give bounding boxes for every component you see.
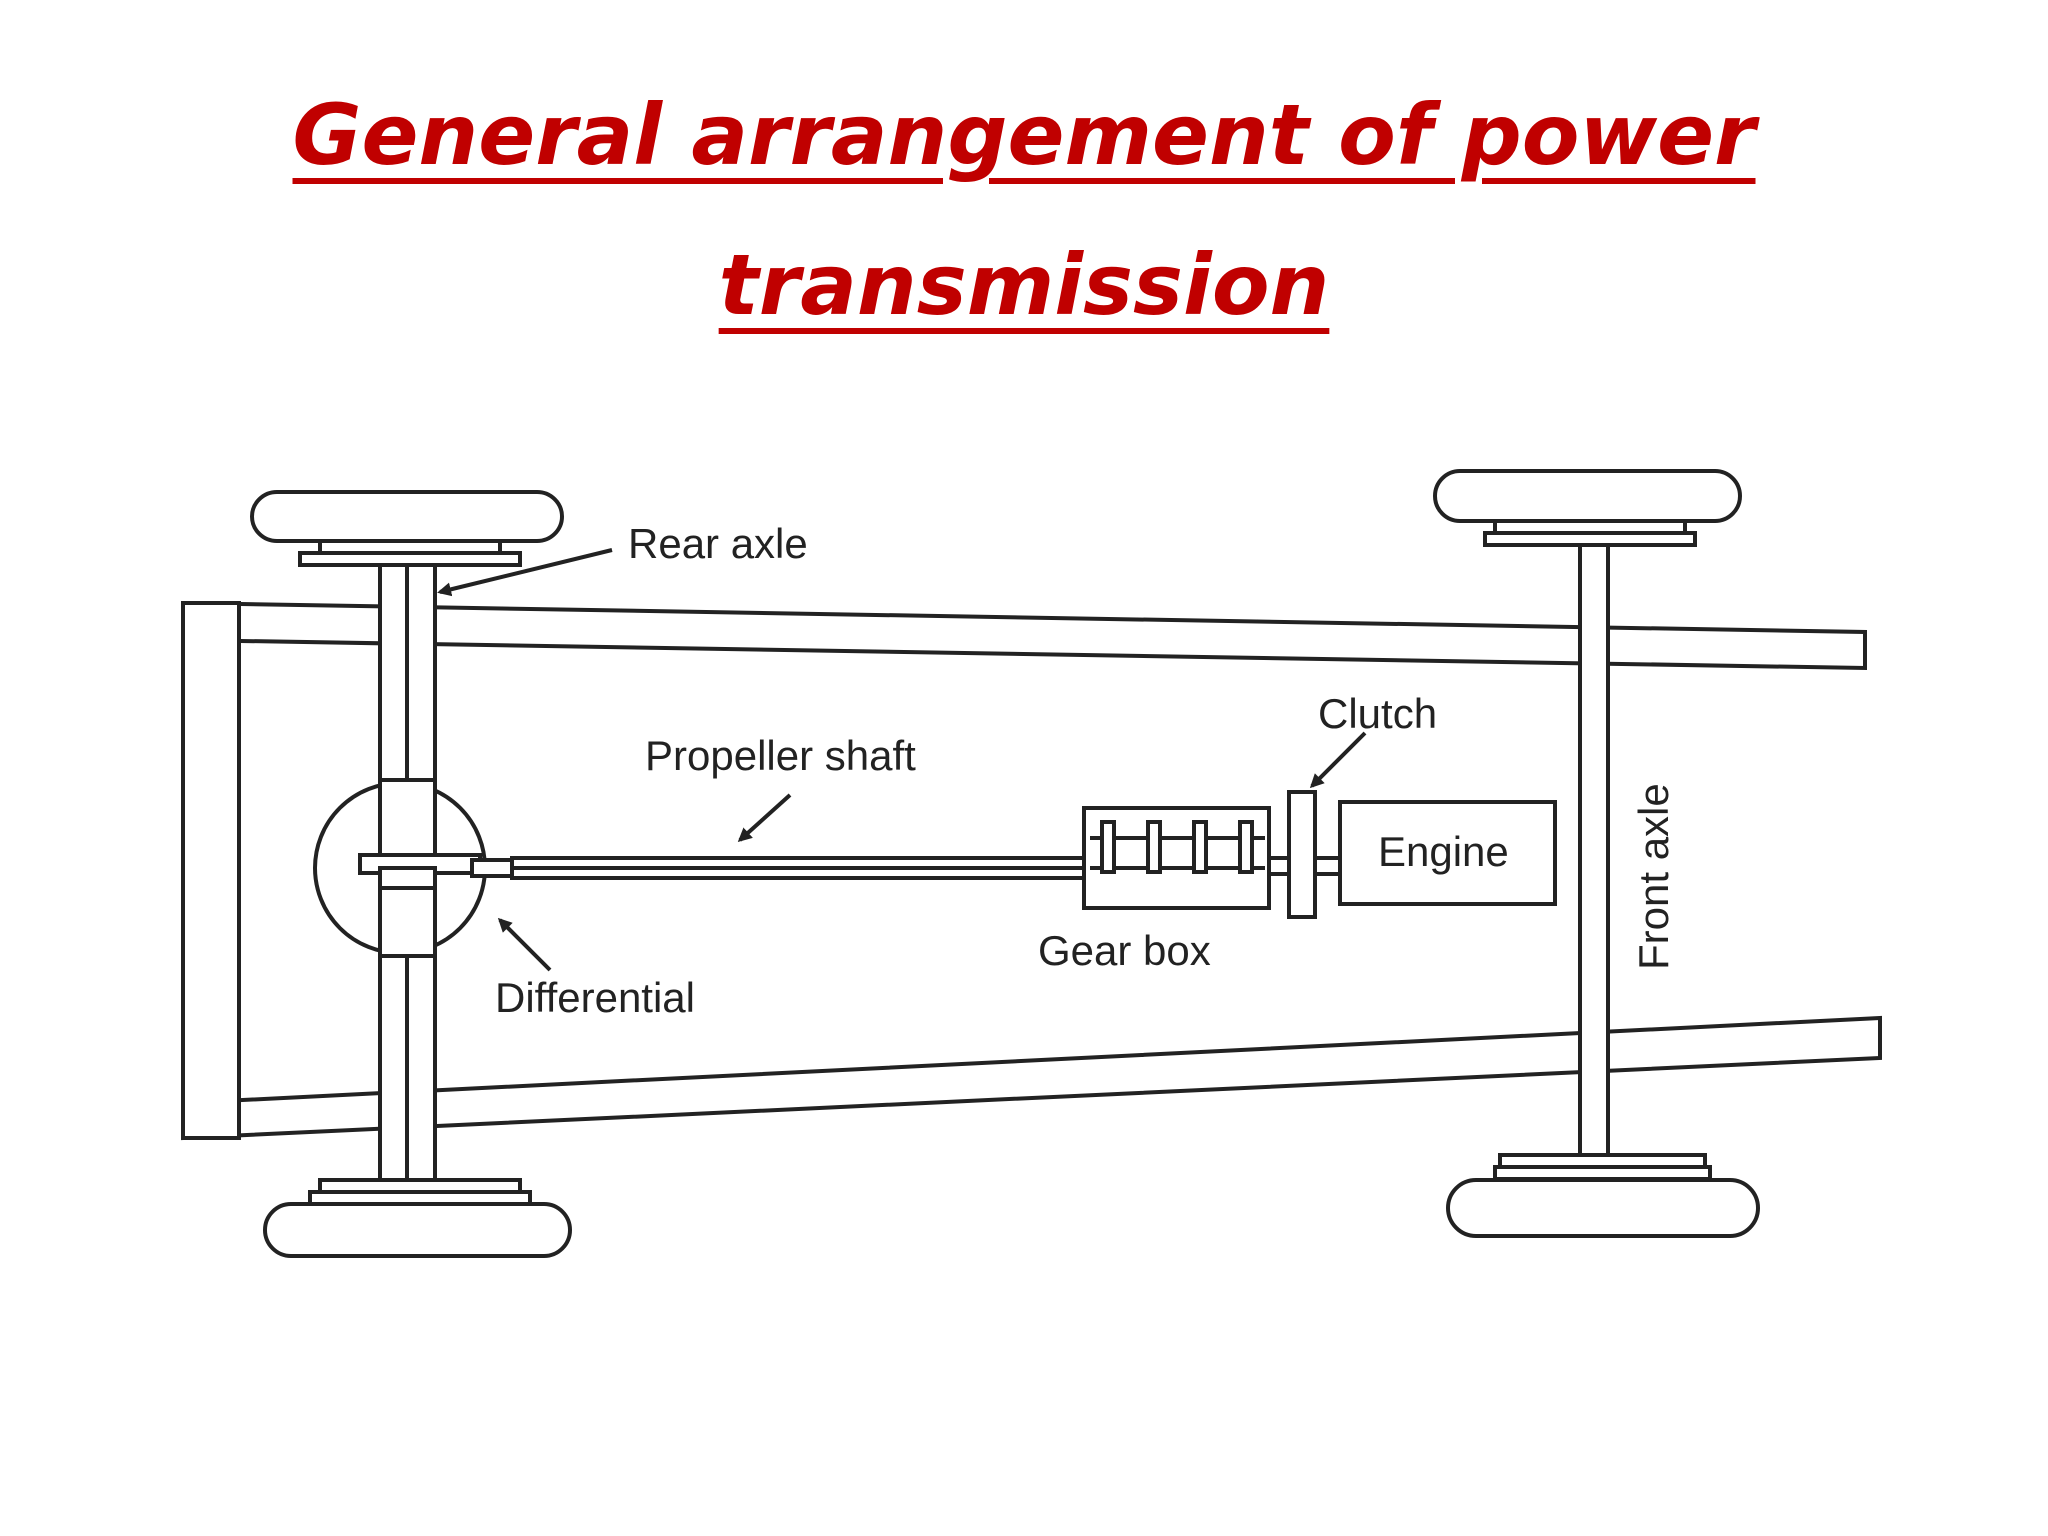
clutch-arrow [1309,731,1367,789]
rear-wheel-bottom [263,1178,572,1258]
differential-arrow [497,917,552,972]
propeller-shaft-arrow [737,793,792,843]
rear-wheel-top [250,490,564,567]
rear-axle-label: Rear axle [628,520,808,567]
rear-axle-arrow [437,548,613,597]
slide-title: General arrangement of power transmissio… [0,60,2048,360]
chassis-frame [181,600,1882,1141]
front-wheel-top [1433,469,1742,547]
gear-box-label: Gear box [1038,927,1211,974]
title-line-2: transmission [718,236,1330,334]
propeller-shaft-label: Propeller shaft [645,732,916,779]
gear-box [1082,806,1271,910]
differential [313,778,514,958]
front-axle-label: Front axle [1630,783,1677,970]
propeller-shaft [510,856,1089,880]
front-axle [1578,543,1610,1157]
engine [1338,800,1557,906]
clutch [1267,790,1342,919]
front-wheel-bottom [1446,1153,1760,1238]
clutch-label: Clutch [1318,690,1437,737]
differential-label: Differential [495,974,695,1021]
engine-label: Engine [1378,828,1509,875]
title-line-1: General arrangement of power [292,86,1756,184]
